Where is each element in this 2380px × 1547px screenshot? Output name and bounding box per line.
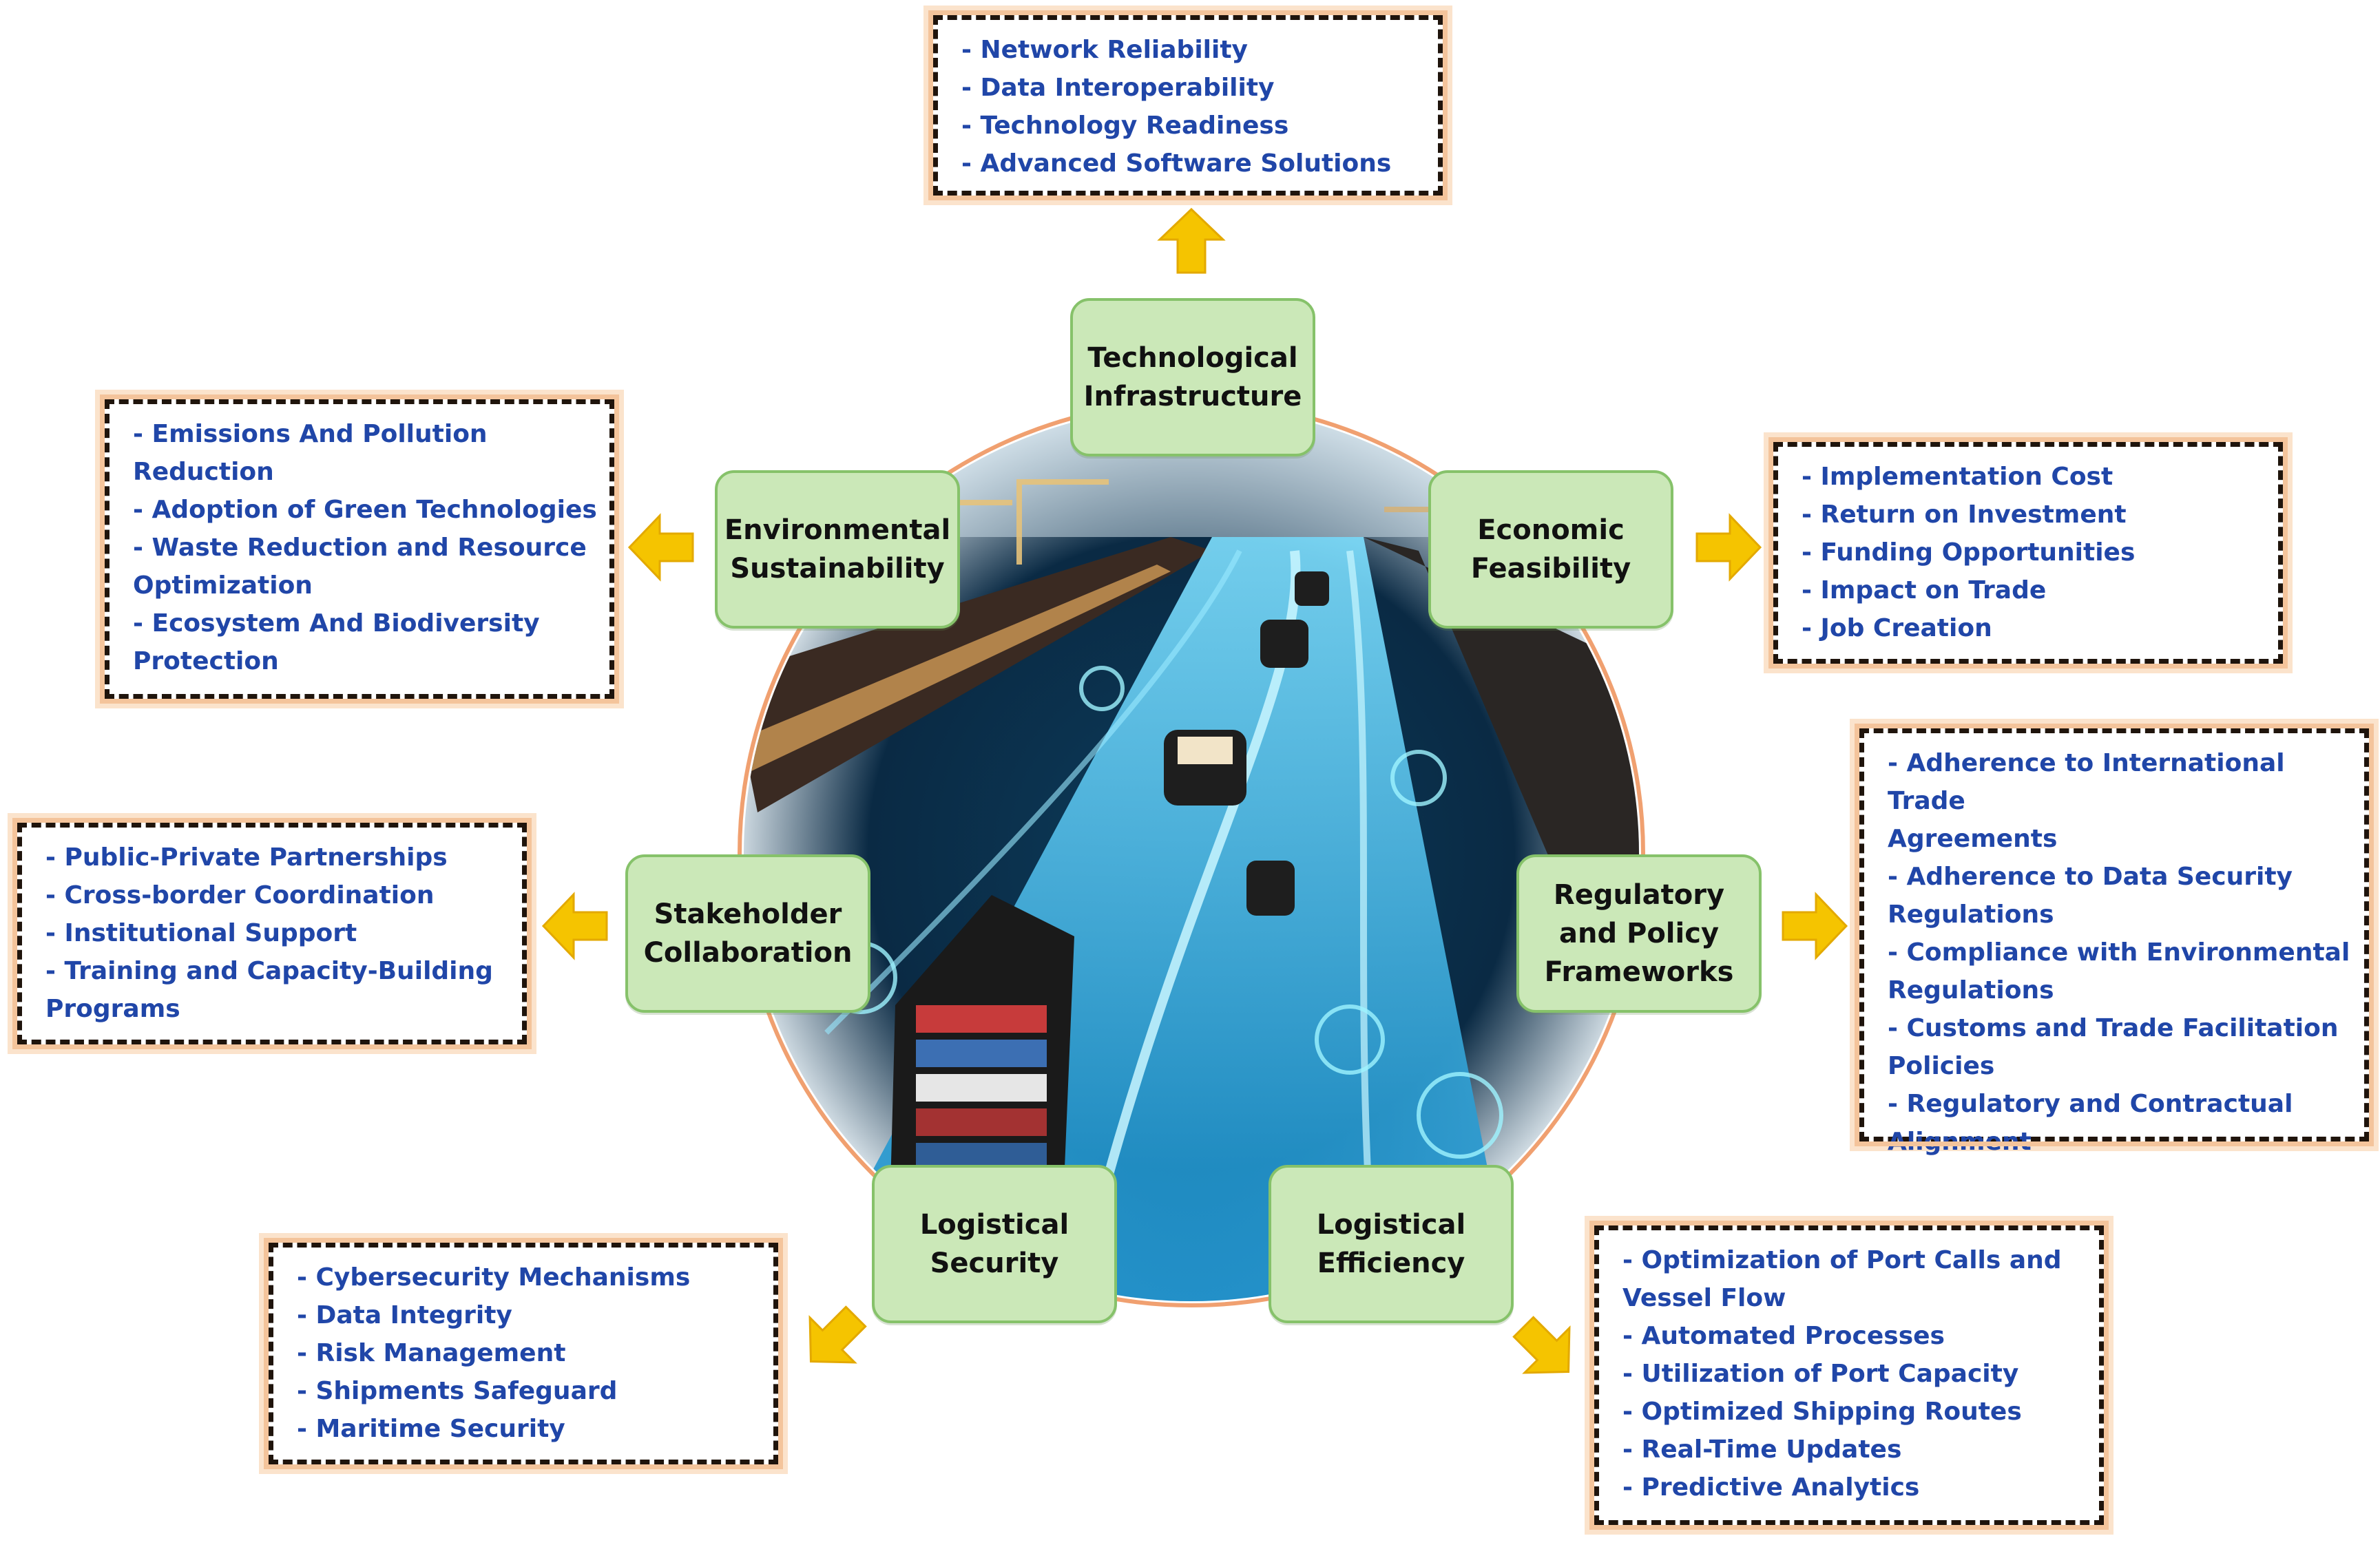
- detail-item: - Adherence to Data Security: [1888, 863, 2293, 891]
- detail-item: - Automated Processes: [1622, 1322, 1945, 1350]
- node-stakeholder-collaboration: Stakeholder Collaboration: [625, 854, 870, 1013]
- detail-item: - Public-Private Partnerships: [45, 843, 448, 872]
- detail-item: Programs: [45, 995, 180, 1023]
- detail-item: - Implementation Cost: [1802, 463, 2113, 491]
- detail-item: - Cybersecurity Mechanisms: [297, 1263, 691, 1292]
- detail-item: - Predictive Analytics: [1622, 1473, 1920, 1502]
- detail-item: - Adoption of Green Technologies: [133, 496, 597, 524]
- detail-item: - Regulatory and Contractual: [1888, 1090, 2293, 1118]
- box-stakeholder-collaboration: - Public-Private Partnerships - Cross-bor…: [12, 818, 532, 1049]
- arrow-right-icon: [1782, 892, 1848, 960]
- detail-item: - Adherence to International Trade: [1888, 749, 2285, 815]
- detail-list: - Network Reliability - Data Interoperabi…: [961, 31, 1426, 182]
- detail-item: - Data Interoperability: [961, 74, 1275, 102]
- node-technological-infrastructure: Technological Infrastructure: [1070, 298, 1315, 456]
- arrow-up-icon: [1157, 207, 1226, 274]
- detail-item: - Advanced Software Solutions: [961, 149, 1392, 178]
- box-logistical-security: - Cybersecurity Mechanisms - Data Integri…: [264, 1238, 783, 1469]
- detail-item: - Shipments Safeguard: [297, 1377, 618, 1405]
- detail-item: Optimization: [133, 571, 313, 600]
- detail-item: Alignment: [1888, 1128, 2032, 1156]
- detail-item: Agreements: [1888, 825, 2058, 853]
- detail-item: - Real-Time Updates: [1622, 1435, 1902, 1464]
- detail-item: - Job Creation: [1802, 614, 1992, 642]
- detail-item: Protection: [133, 647, 279, 675]
- detail-item: - Optimization of Port Calls and: [1622, 1246, 2062, 1274]
- detail-item: Regulations: [1888, 901, 2054, 929]
- node-label: Technological Infrastructure: [1083, 342, 1302, 412]
- node-label: Regulatory and Policy Frameworks: [1544, 879, 1734, 988]
- detail-list: - Public-Private Partnerships - Cross-bor…: [45, 839, 510, 1028]
- node-environmental-sustainability: Environmental Sustainability: [715, 470, 960, 629]
- arrow-left-icon: [541, 892, 608, 960]
- detail-item: - Data Integrity: [297, 1301, 512, 1329]
- detail-item: - Utilization of Port Capacity: [1622, 1360, 2019, 1388]
- detail-item: - Optimized Shipping Routes: [1622, 1398, 2022, 1426]
- detail-item: Regulations: [1888, 976, 2054, 1004]
- detail-item: - Compliance with Environmental: [1888, 938, 2350, 967]
- detail-item: - Risk Management: [297, 1339, 566, 1367]
- detail-item: - Technology Readiness: [961, 112, 1289, 140]
- box-technological-infrastructure: - Network Reliability - Data Interoperabi…: [928, 10, 1448, 200]
- node-label: Stakeholder Collaboration: [643, 898, 853, 969]
- node-label: Environmental Sustainability: [724, 514, 951, 585]
- detail-list: - Cybersecurity Mechanisms - Data Integri…: [297, 1259, 761, 1448]
- node-logistical-efficiency: Logistical Efficiency: [1269, 1165, 1514, 1323]
- node-logistical-security: Logistical Security: [872, 1165, 1117, 1323]
- detail-item: - Waste Reduction and Resource: [133, 534, 587, 562]
- node-economic-feasibility: Economic Feasibility: [1428, 470, 1673, 629]
- node-label: Economic Feasibility: [1470, 514, 1631, 585]
- node-label: Logistical Security: [919, 1209, 1069, 1279]
- detail-item: - Customs and Trade Facilitation: [1888, 1014, 2339, 1042]
- detail-item: - Impact on Trade: [1802, 576, 2047, 604]
- arrow-down-right-icon: [1512, 1316, 1571, 1374]
- detail-item: - Cross-border Coordination: [45, 881, 435, 909]
- arrow-down-left-icon: [808, 1305, 867, 1364]
- node-regulatory-policy-frameworks: Regulatory and Policy Frameworks: [1516, 854, 1762, 1013]
- detail-item: Vessel Flow: [1622, 1284, 1786, 1312]
- arrow-left-icon: [627, 513, 694, 582]
- node-label: Logistical Efficiency: [1316, 1209, 1466, 1279]
- detail-item: - Network Reliability: [961, 36, 1249, 64]
- detail-item: - Maritime Security: [297, 1415, 565, 1443]
- detail-list: - Implementation Cost - Return on Investm…: [1802, 458, 2266, 647]
- detail-item: - Ecosystem And Biodiversity: [133, 609, 540, 638]
- detail-item: - Institutional Support: [45, 919, 357, 947]
- box-economic-feasibility: - Implementation Cost - Return on Investm…: [1768, 437, 2288, 669]
- arrow-right-icon: [1695, 513, 1762, 582]
- detail-item: - Funding Opportunities: [1802, 538, 2136, 567]
- detail-item: - Training and Capacity-Building: [45, 957, 493, 985]
- detail-item: - Emissions And Pollution: [133, 420, 488, 448]
- detail-item: Policies: [1888, 1052, 1995, 1080]
- detail-item: - Return on Investment: [1802, 501, 2127, 529]
- detail-item: Reduction: [133, 458, 274, 486]
